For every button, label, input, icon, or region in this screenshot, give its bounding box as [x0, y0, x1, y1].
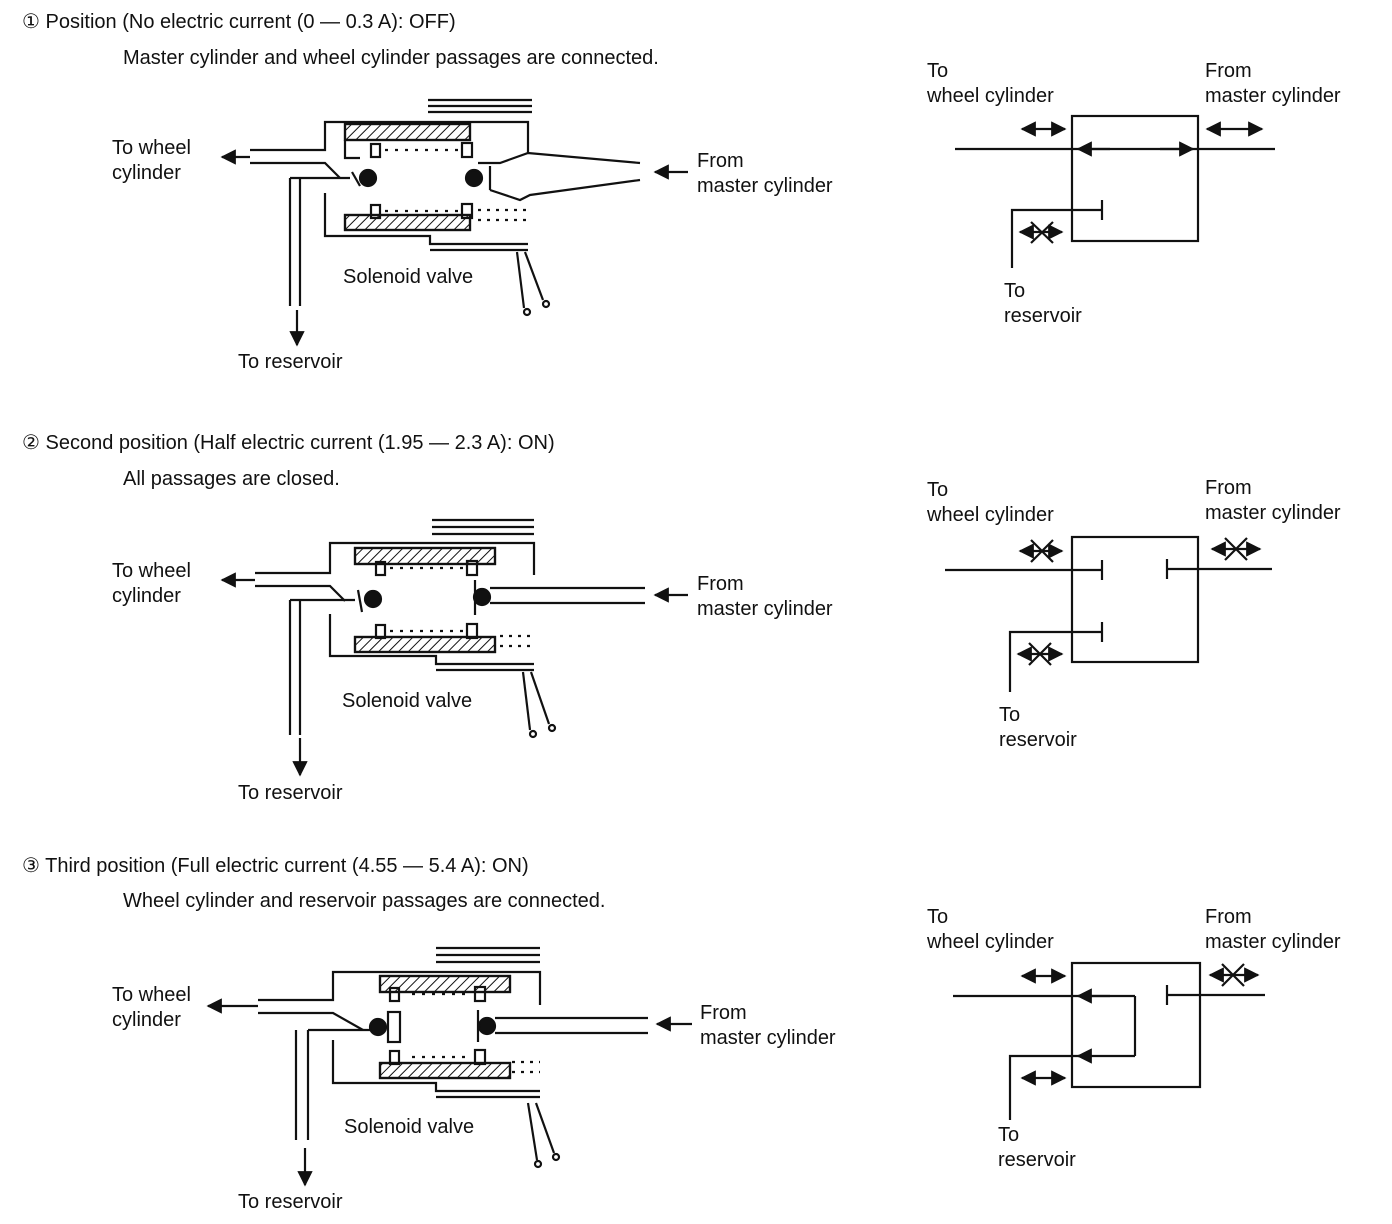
- section-1-title-text: Position (No electric current (0 — 0.3 A…: [45, 11, 456, 33]
- section-3-schematic-drawing: [953, 961, 1265, 1120]
- section-3-subtitle: Wheel cylinder and reservoir passages ar…: [123, 890, 606, 912]
- section-2-valve-drawing: [220, 518, 688, 777]
- section-3-title: ③ Third position (Full electric current …: [22, 854, 529, 878]
- section-1-valve-drawing: [220, 98, 688, 347]
- section-2-number: ②: [22, 432, 40, 454]
- section-3-title-text: Third position (Full electric current (4…: [45, 855, 529, 877]
- section-1-solenoid-label: Solenoid valve: [343, 266, 474, 288]
- section-3-number: ③: [22, 855, 40, 877]
- section-3-solenoid-label: Solenoid valve: [344, 1116, 475, 1138]
- section-2-title: ② Second position (Half electric current…: [22, 431, 555, 455]
- section-3-valve-to-reservoir-label: To reservoir: [238, 1191, 343, 1213]
- section-3-valve-drawing: [206, 946, 692, 1187]
- section-2-title-text: Second position (Half electric current (…: [45, 432, 555, 454]
- section-1-schematic-drawing: [955, 114, 1275, 268]
- section-2-valve-to-reservoir-label: To reservoir: [238, 782, 343, 804]
- section-1-number: ①: [22, 11, 40, 33]
- section-2-solenoid-label: Solenoid valve: [342, 690, 473, 712]
- section-2-subtitle: All passages are closed.: [123, 468, 340, 490]
- section-1-subtitle: Master cylinder and wheel cylinder passa…: [123, 47, 659, 69]
- section-1-title: ① Position (No electric current (0 — 0.3…: [22, 10, 456, 34]
- section-1-valve-to-reservoir-label: To reservoir: [238, 351, 343, 373]
- section-2-schematic-drawing: [945, 535, 1272, 692]
